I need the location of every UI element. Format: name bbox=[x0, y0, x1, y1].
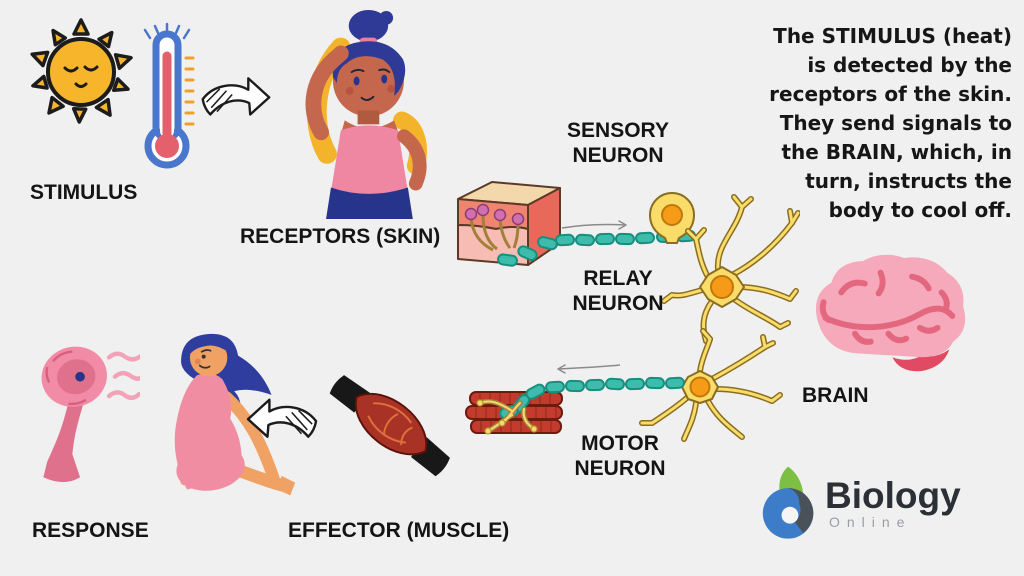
brain-illustration bbox=[815, 254, 966, 372]
sensory-neuron-illustration bbox=[648, 192, 696, 244]
effector-label: EFFECTOR (MUSCLE) bbox=[288, 519, 510, 542]
receptors-label: RECEPTORS (SKIN) bbox=[240, 225, 441, 248]
logo-sub-text: Online bbox=[829, 514, 912, 530]
biology-online-logo-text: Biology Online bbox=[825, 475, 961, 530]
sketch-arrow-right-icon bbox=[201, 77, 271, 116]
sketch-arrow-left-icon bbox=[246, 398, 318, 438]
effector-muscle-illustration bbox=[329, 375, 450, 477]
motor-neuron-illustration bbox=[642, 331, 780, 439]
stimulus-label: STIMULUS bbox=[30, 181, 138, 204]
response-person-illustration bbox=[174, 333, 296, 496]
signal-arrow-to-brain bbox=[561, 220, 627, 230]
thermometer-icon bbox=[143, 22, 195, 169]
relay-neuron-illustration bbox=[664, 197, 798, 341]
biology-online-logo: Biology Online bbox=[760, 464, 961, 544]
air-flow-lines bbox=[106, 351, 140, 400]
sensory-neuron-label: SENSORY NEURON bbox=[567, 119, 669, 167]
neural-pathway-illustration bbox=[457, 181, 800, 445]
fan-icon bbox=[41, 346, 140, 483]
relay-neuron-label: RELAY NEURON bbox=[572, 267, 664, 315]
sun-icon bbox=[30, 18, 133, 124]
response-label: RESPONSE bbox=[32, 519, 149, 542]
logo-brand-text: Biology bbox=[825, 475, 961, 516]
skin-receptors bbox=[464, 203, 525, 252]
receptors-person-illustration bbox=[305, 9, 427, 220]
neuromuscular-endings bbox=[476, 400, 538, 435]
biology-online-logo-mark bbox=[762, 466, 814, 539]
explanation-text: The STIMULUS (heat) is detected by the r… bbox=[769, 24, 1012, 222]
signal-arrow-to-muscle bbox=[557, 364, 621, 374]
brain-label: BRAIN bbox=[802, 384, 869, 407]
motor-neuron-label: MOTOR NEURON bbox=[574, 432, 666, 480]
